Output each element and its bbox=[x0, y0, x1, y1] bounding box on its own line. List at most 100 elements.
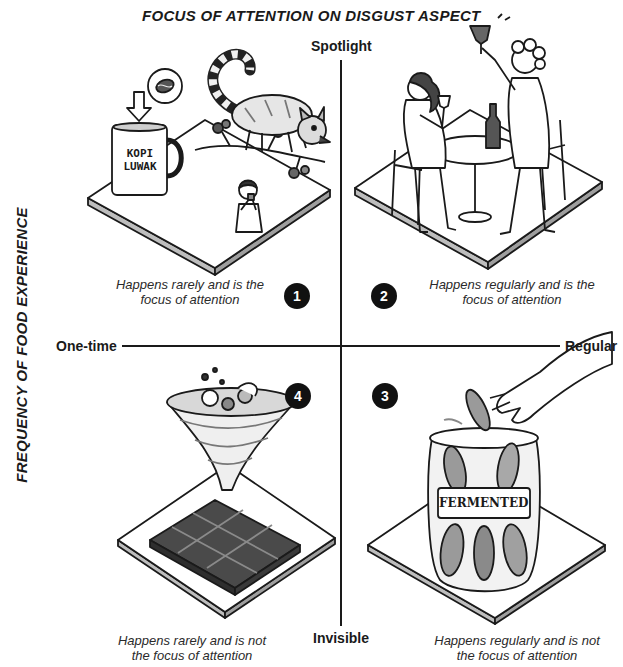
wine-tasting-scene-part bbox=[535, 59, 545, 69]
callout-number: 2 bbox=[380, 288, 388, 304]
wine-tasting-scene-part bbox=[486, 104, 500, 148]
kopi-luwak-scene-part bbox=[222, 120, 230, 128]
kopi-luwak-scene-part bbox=[167, 140, 181, 176]
kopi-luwak-scene-part bbox=[246, 128, 306, 152]
wine-tasting-scene-part bbox=[410, 73, 439, 112]
kopi-luwak-scene-part bbox=[289, 168, 299, 178]
wine-tasting-scene bbox=[355, 14, 602, 269]
axis-end-label: Spotlight bbox=[311, 38, 372, 55]
kopi-luwak-scene-part bbox=[114, 123, 166, 131]
wine-tasting-scene-part bbox=[512, 41, 524, 53]
kopi-luwak-scene-part bbox=[154, 77, 175, 94]
quadrant-caption-box: Happens rarely and is the focus of atten… bbox=[105, 277, 275, 307]
axis-lines-part bbox=[340, 60, 342, 626]
kopi-luwak-scene-part bbox=[245, 100, 290, 122]
axis-end-label: Regular bbox=[565, 338, 617, 355]
chocolate-scene-part bbox=[172, 510, 278, 573]
kopi-luwak-scene-part bbox=[236, 204, 262, 232]
wine-tasting-scene-part bbox=[459, 212, 491, 222]
axis-end-label: One-time bbox=[56, 338, 117, 355]
kopi-luwak-scene bbox=[88, 54, 330, 275]
kopi-luwak-scene-part bbox=[148, 69, 182, 103]
callout-circle: 4 bbox=[285, 383, 311, 409]
callout-circle: 2 bbox=[371, 283, 397, 309]
kopi-luwak-scene-part bbox=[88, 120, 330, 268]
wine-tasting-scene-part bbox=[355, 110, 602, 262]
chocolate-scene-part bbox=[202, 374, 208, 380]
kopi-luwak-scene-part bbox=[301, 166, 309, 174]
kopi-luwak-scene-part bbox=[312, 126, 316, 130]
fermented-jar-scene-part bbox=[430, 428, 538, 448]
axis-end-label-box: Regular bbox=[565, 338, 617, 355]
callout-number: 3 bbox=[381, 388, 389, 404]
wine-tasting-scene-part bbox=[482, 48, 515, 90]
jar-label-box: FERMENTED bbox=[439, 496, 529, 510]
chart-title: FOCUS OF ATTENTION ON DISGUST ASPECT bbox=[142, 7, 481, 25]
chocolate-scene-part bbox=[213, 368, 217, 372]
axis-end-label-box: Invisible bbox=[313, 630, 369, 647]
chocolate-scene-part bbox=[238, 383, 257, 396]
wine-tasting-scene-part bbox=[480, 44, 482, 54]
kopi-luwak-scene-part bbox=[239, 181, 257, 189]
mug-label-box: KOPI LUWAK bbox=[115, 147, 165, 173]
quadrant-caption: Happens rarely and is not the focus of a… bbox=[112, 633, 272, 663]
wine-tasting-scene-part bbox=[533, 47, 545, 59]
fermented-jar-scene-part bbox=[490, 394, 510, 410]
axis-title-box: FREQUENCY OF FOOD EXPERIENCE bbox=[13, 207, 31, 483]
wine-tasting-scene-part bbox=[498, 14, 510, 20]
kopi-luwak-scene-part bbox=[248, 194, 254, 200]
chocolate-scene-part bbox=[150, 500, 300, 588]
quadrant-caption-box: Happens rarely and is not the focus of a… bbox=[112, 633, 272, 663]
fermented-jar-scene-part bbox=[444, 419, 462, 424]
chocolate-scene-part bbox=[222, 398, 234, 410]
kopi-luwak-scene-part bbox=[300, 107, 324, 121]
axis-end-label-box: One-time bbox=[56, 338, 117, 355]
fermented-jar-scene-part bbox=[500, 522, 531, 577]
chocolate-scene-part bbox=[167, 388, 295, 416]
fermented-jar-scene-part bbox=[474, 526, 494, 580]
quadrant-caption: Happens regularly and is the focus of at… bbox=[422, 277, 602, 307]
quadrant-caption-box: Happens regularly and is not the focus o… bbox=[429, 633, 605, 663]
kopi-luwak-scene-part bbox=[158, 85, 172, 87]
chocolate-scene bbox=[118, 368, 335, 618]
wine-tasting-scene-part bbox=[509, 78, 550, 168]
wine-tasting-scene-part bbox=[404, 100, 446, 168]
quadrant-caption: Happens regularly and is not the focus o… bbox=[429, 633, 605, 663]
kopi-luwak-scene-part bbox=[239, 181, 257, 199]
fermented-jar-scene-part bbox=[368, 470, 605, 618]
kopi-luwak-scene-part bbox=[127, 92, 151, 121]
fermented-jar-scene-part bbox=[438, 488, 530, 518]
axis-title: FREQUENCY OF FOOD EXPERIENCE bbox=[13, 207, 31, 483]
kopi-luwak-scene-part bbox=[112, 125, 167, 195]
axis-lines-part bbox=[122, 345, 560, 347]
wine-tasting-scene-part bbox=[474, 164, 476, 215]
chocolate-scene-part bbox=[180, 418, 282, 464]
callout-number: 4 bbox=[294, 388, 302, 404]
callout-circle: 3 bbox=[372, 383, 398, 409]
quadrant-caption-box: Happens regularly and is the focus of at… bbox=[422, 277, 602, 307]
chocolate-scene-part bbox=[202, 390, 218, 406]
wine-tasting-scene-part bbox=[470, 26, 490, 44]
callout-circle: 1 bbox=[284, 283, 310, 309]
axis-end-label-box: Spotlight bbox=[311, 38, 372, 55]
fermented-jar-scene-part bbox=[428, 438, 540, 591]
wine-tasting-scene-part bbox=[415, 168, 456, 232]
wine-tasting-scene-part bbox=[500, 168, 555, 234]
quadrant-caption: Happens rarely and is the focus of atten… bbox=[105, 277, 275, 307]
kopi-luwak-scene-part bbox=[195, 146, 325, 162]
fermented-jar-scene-part bbox=[494, 442, 522, 495]
chocolate-scene-part bbox=[220, 380, 224, 384]
axis-end-label: Invisible bbox=[313, 630, 369, 647]
jar-label: FERMENTED bbox=[439, 496, 529, 510]
chocolate-scene-part bbox=[150, 540, 235, 595]
fermented-jar-scene-part bbox=[437, 523, 466, 578]
fermented-jar-scene-part bbox=[461, 387, 494, 434]
wine-tasting-scene-part bbox=[438, 96, 450, 108]
fermented-jar-scene bbox=[368, 332, 612, 624]
callout-number: 1 bbox=[293, 288, 301, 304]
mug-label: KOPI LUWAK bbox=[115, 147, 165, 173]
kopi-luwak-scene-part bbox=[319, 136, 330, 143]
wine-tasting-scene-part bbox=[420, 108, 444, 128]
